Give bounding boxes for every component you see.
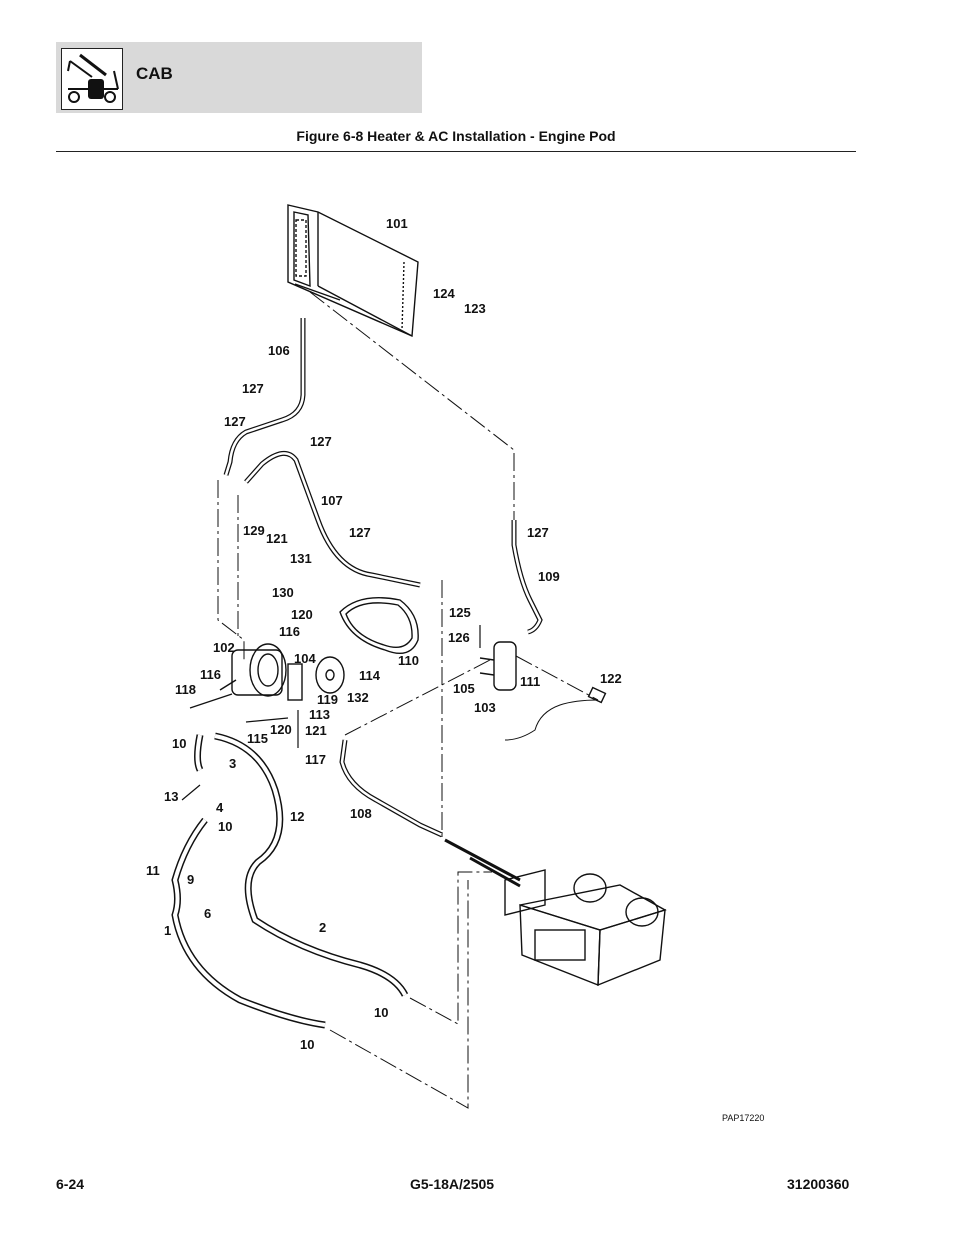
section-title: CAB bbox=[136, 64, 173, 83]
callout: 104 bbox=[294, 651, 316, 666]
callout: 102 bbox=[213, 640, 235, 655]
compressor bbox=[219, 643, 303, 701]
callout: 10 bbox=[218, 819, 232, 834]
callout: 127 bbox=[349, 525, 371, 540]
callout: 109 bbox=[538, 569, 560, 584]
callout: 101 bbox=[386, 216, 408, 231]
callout: 121 bbox=[305, 723, 327, 738]
parts-diagram: 101 124 123 106 127 127 127 107 127 129 … bbox=[146, 204, 764, 1123]
callout: 13 bbox=[164, 789, 178, 804]
header-rule bbox=[56, 151, 856, 152]
callout: 116 bbox=[279, 624, 300, 639]
hose-12 bbox=[214, 732, 409, 997]
callout: 120 bbox=[270, 722, 292, 737]
hose-107 bbox=[244, 451, 421, 588]
callout: 110 bbox=[398, 653, 419, 668]
callout: 119 bbox=[317, 692, 338, 707]
callout: 116 bbox=[200, 667, 221, 682]
footer-page: 6-24 bbox=[56, 1176, 85, 1192]
condenser bbox=[287, 204, 419, 338]
callout: 106 bbox=[268, 343, 290, 358]
callout: 129 bbox=[243, 523, 265, 538]
drawing-code: PAP17220 bbox=[722, 1113, 764, 1123]
callout: 132 bbox=[347, 690, 369, 705]
callout: 12 bbox=[290, 809, 304, 824]
callout: 120 bbox=[291, 607, 313, 622]
receiver-drier bbox=[479, 641, 517, 691]
callout: 131 bbox=[290, 551, 312, 566]
callout: 113 bbox=[309, 707, 330, 722]
callout: 127 bbox=[527, 525, 549, 540]
callout: 9 bbox=[187, 872, 194, 887]
callout: 127 bbox=[242, 381, 264, 396]
callout: 6 bbox=[204, 906, 211, 921]
callout: 107 bbox=[321, 493, 343, 508]
callout: 11 bbox=[146, 863, 160, 878]
callout: 126 bbox=[448, 630, 470, 645]
footer-part-number: 31200360 bbox=[787, 1176, 850, 1192]
figure-title: Figure 6-8 Heater & AC Installation - En… bbox=[296, 128, 616, 144]
callout: 130 bbox=[272, 585, 294, 600]
callout: 3 bbox=[229, 756, 236, 771]
callout: 121 bbox=[266, 531, 288, 546]
callout: 125 bbox=[449, 605, 471, 620]
callout: 123 bbox=[464, 301, 486, 316]
callout: 122 bbox=[600, 671, 622, 686]
hose-106 bbox=[223, 318, 306, 476]
callout: 124 bbox=[433, 286, 455, 301]
callout: 111 bbox=[520, 674, 540, 689]
callout: 127 bbox=[224, 414, 246, 429]
machine-logo-icon bbox=[61, 48, 123, 110]
callout: 105 bbox=[453, 681, 475, 696]
callout: 114 bbox=[359, 668, 381, 683]
callout: 10 bbox=[374, 1005, 388, 1020]
callout: 10 bbox=[300, 1037, 314, 1052]
callout: 127 bbox=[310, 434, 332, 449]
heater-unit bbox=[504, 869, 667, 987]
belt-110 bbox=[339, 597, 419, 654]
callout: 1 bbox=[164, 923, 171, 938]
callout: 4 bbox=[216, 800, 224, 815]
footer-model: G5-18A/2505 bbox=[410, 1176, 495, 1192]
callout: 2 bbox=[319, 920, 326, 935]
callout: 103 bbox=[474, 700, 496, 715]
callout: 108 bbox=[350, 806, 372, 821]
callout: 118 bbox=[175, 682, 196, 697]
callout: 115 bbox=[247, 731, 268, 746]
callout: 117 bbox=[305, 752, 326, 767]
callout: 10 bbox=[172, 736, 186, 751]
